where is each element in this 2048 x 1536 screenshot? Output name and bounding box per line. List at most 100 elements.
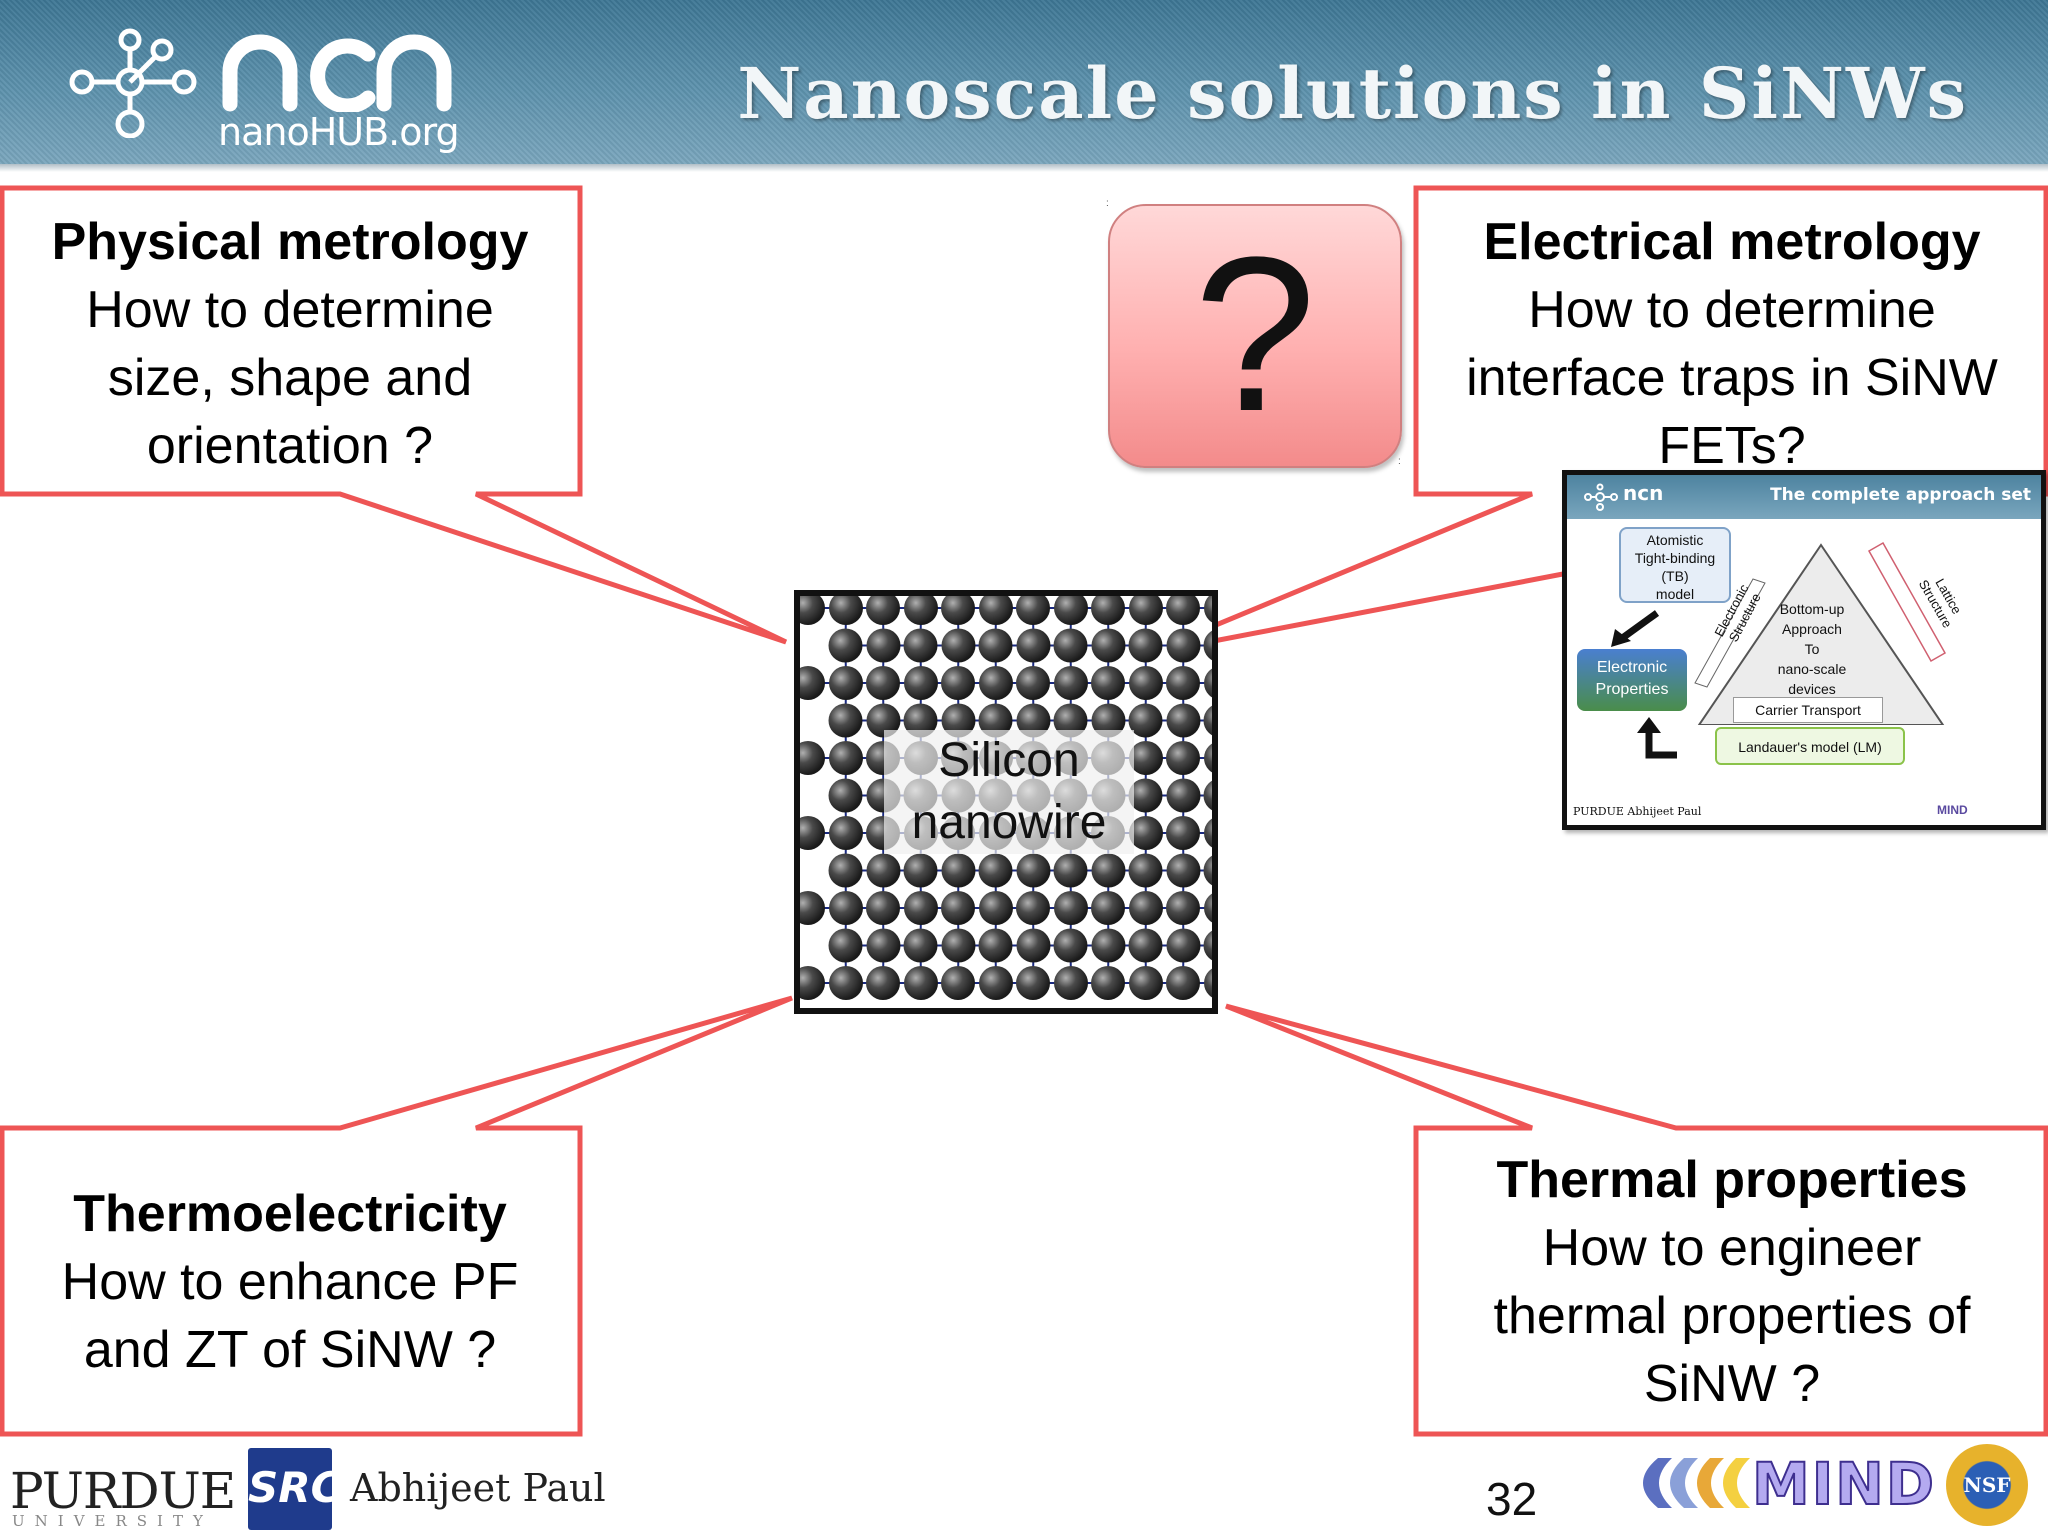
silicon-atom (1166, 666, 1200, 700)
silicon-atom (1016, 928, 1051, 963)
src-logo: SRC (248, 1448, 341, 1530)
callout-thermal-shape (1225, 1003, 2048, 1437)
atomistic-line: Atomistic (1646, 532, 1704, 548)
silicon-atom (904, 596, 938, 625)
silicon-atom (866, 928, 901, 963)
silicon-atom (1203, 780, 1212, 811)
silicon-atom (941, 703, 976, 738)
silicon-atom (1054, 891, 1088, 925)
silicon-atom (903, 703, 938, 738)
thumbnail-footer-left: PURDUE Abhijeet Paul (1573, 805, 1702, 818)
arrow-return-icon (1637, 717, 1677, 759)
silicon-atom (979, 891, 1013, 925)
silicon-atom (1203, 855, 1212, 886)
silicon-atom (800, 666, 825, 700)
thumbnail-footer-right: MIND (1937, 803, 1968, 817)
silicon-atom (1053, 853, 1088, 888)
silicon-atom (978, 853, 1013, 888)
landauer-model-box: Landauer's model (LM) (1715, 727, 1905, 765)
bottom-up-line: Bottom-up (1779, 601, 1845, 617)
silicon-atom (1129, 741, 1163, 775)
thumbnail-header: ncn The complete approach set (1567, 475, 2041, 519)
silicon-atom (800, 596, 825, 625)
silicon-atom (904, 891, 938, 925)
silicon-atom (978, 928, 1013, 963)
silicon-atom (829, 596, 863, 625)
silicon-atom (1016, 966, 1050, 1000)
silicon-atom (866, 703, 901, 738)
callout-electrical-line: FETs? (1658, 417, 1806, 475)
approach-thumbnail: ncn The complete approach set Atomistic … (1562, 470, 2046, 830)
atomistic-tb-box: Atomistic Tight-binding (TB) model (1619, 527, 1731, 603)
silicon-atom (1091, 966, 1125, 1000)
silicon-atom (1166, 741, 1200, 775)
callout-thermoelectric-shape (0, 995, 793, 1437)
question-box[interactable]: ? (1108, 204, 1402, 468)
silicon-atom (904, 666, 938, 700)
selection-handle: : (1106, 198, 1109, 209)
callout-thermal-heading: Thermal properties (1496, 1151, 1968, 1209)
selection-handle: : (1398, 456, 1401, 467)
callout-physical-line: How to determine (86, 281, 494, 339)
silicon-atom (800, 966, 825, 1000)
silicon-atom (1204, 818, 1212, 848)
silicon-atom (1204, 893, 1212, 923)
silicon-atom (1091, 666, 1125, 700)
silicon-atom (1166, 628, 1201, 663)
silicon-atom (829, 966, 863, 1000)
approach-triangle (1694, 541, 1947, 725)
silicon-atom (866, 628, 901, 663)
slide-number: 32 (1486, 1473, 1538, 1525)
silicon-atom (1129, 816, 1163, 850)
callout-physical: Physical metrology How to determine size… (4, 208, 576, 480)
silicon-atom (1016, 628, 1051, 663)
atomistic-line: Tight-binding (1634, 550, 1716, 566)
silicon-atom (978, 703, 1013, 738)
silicon-atom (1091, 596, 1125, 625)
silicon-atom (903, 853, 938, 888)
silicon-atom (828, 778, 863, 813)
callout-electrical-heading: Electrical metrology (1483, 213, 1981, 271)
page-title: Nanoscale solutions in SiNWs (737, 52, 1968, 135)
silicon-atom (1166, 816, 1200, 850)
silicon-atom (978, 628, 1013, 663)
callout-physical-heading: Physical metrology (51, 213, 529, 271)
arrow-down-left-icon (1611, 610, 1660, 647)
nanowire-image (794, 590, 1218, 1014)
callout-thermoelectric-heading: Thermoelectricity (73, 1185, 507, 1243)
header-shadow (0, 164, 2048, 172)
silicon-atom (800, 891, 825, 925)
silicon-atom (1128, 778, 1163, 813)
silicon-atom (1091, 853, 1126, 888)
silicon-atom (1016, 891, 1050, 925)
bottom-up-line: devices (1788, 681, 1836, 697)
silicon-atom (829, 816, 863, 850)
callout-electrical-line: interface traps in SiNW (1466, 349, 1998, 407)
silicon-atom (866, 891, 900, 925)
silicon-atom (904, 966, 938, 1000)
silicon-atom (1129, 596, 1163, 625)
silicon-atom (1166, 966, 1200, 1000)
silicon-atom (1128, 703, 1163, 738)
silicon-atom (829, 891, 863, 925)
mind-logo: MIND (1628, 1448, 1935, 1519)
silicon-atom (1129, 966, 1163, 1000)
electronic-properties-box: Electronic Properties (1577, 649, 1687, 711)
callout-physical-shape (0, 185, 788, 645)
silicon-atom (941, 928, 976, 963)
silicon-atom (1129, 891, 1163, 925)
silicon-atom (1053, 928, 1088, 963)
purdue-logo: PURDUE (10, 1462, 236, 1520)
silicon-atom (979, 596, 1013, 625)
nanowire-label: Silicon nanowire (884, 730, 1134, 854)
electronic-line: Properties (1595, 681, 1669, 698)
silicon-atom (1016, 596, 1050, 625)
silicon-atom (1204, 968, 1212, 998)
ncn-wordmark (222, 34, 452, 112)
atomistic-line: (TB) (1661, 568, 1689, 584)
atomistic-line: model (1655, 586, 1695, 602)
silicon-atom (1204, 596, 1212, 623)
silicon-atom (828, 628, 863, 663)
bottom-up-line: nano-scale (1777, 661, 1847, 677)
silicon-atom (866, 596, 900, 625)
